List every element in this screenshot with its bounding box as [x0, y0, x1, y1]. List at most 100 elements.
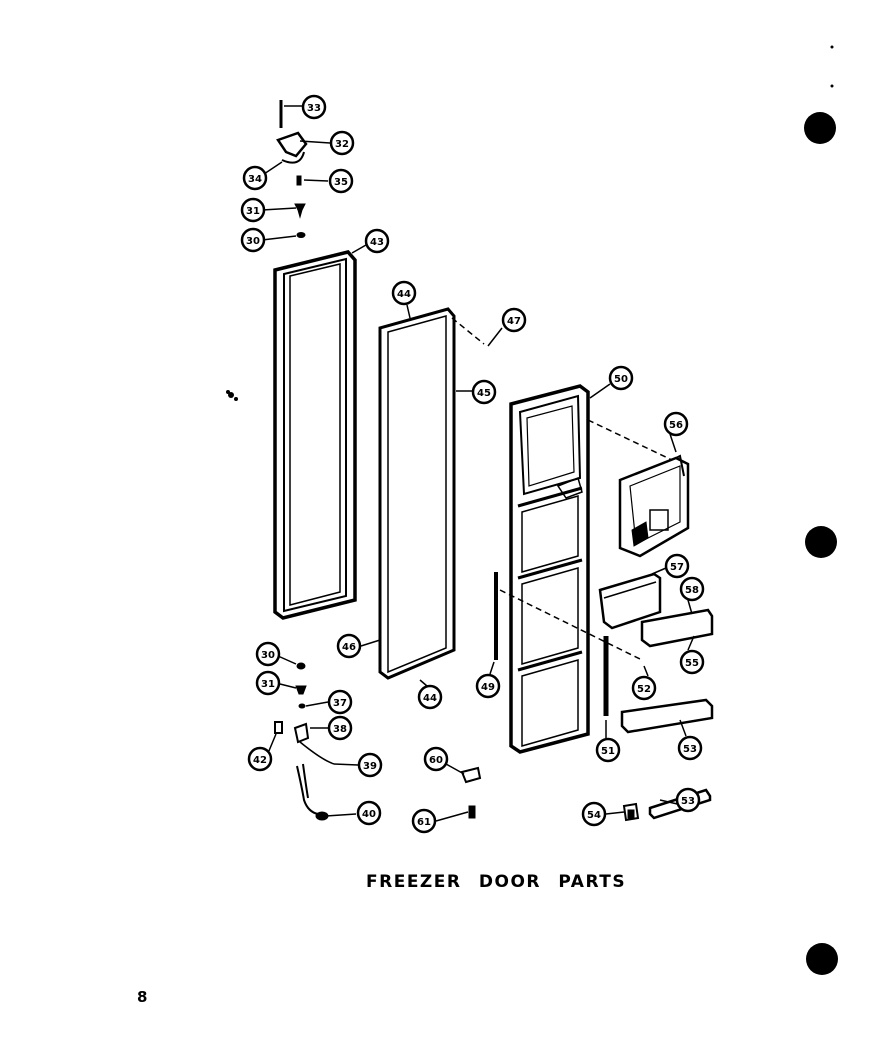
bottom-hinge-hardware [274, 662, 335, 821]
callout: 44 [391, 280, 417, 306]
door-shelf-small [640, 608, 714, 648]
callout-label: 31 [261, 679, 275, 690]
callout: 52 [631, 675, 657, 701]
callout-label: 35 [334, 177, 348, 188]
part-61 [468, 805, 476, 819]
shelf-bar-lower [517, 650, 583, 672]
callout: 46 [336, 633, 362, 659]
callouts: 33 32 34 35 31 30 43 44 47 45 50 56 57 5… [240, 94, 705, 834]
door-outer-shell [509, 384, 590, 754]
hinge-wire [302, 763, 309, 799]
callout: 44 [417, 684, 443, 710]
callout: 42 [247, 746, 273, 772]
door-compartment [521, 567, 579, 665]
callout-label: 38 [333, 724, 347, 735]
housing-lever [631, 521, 649, 547]
callout-label: 40 [362, 809, 376, 820]
bin-outline [598, 572, 662, 630]
callout-label: 58 [685, 585, 699, 596]
page-number: 8 [137, 988, 148, 1006]
callout-label: 46 [342, 642, 356, 653]
speck [830, 84, 834, 88]
callout: 34 [242, 165, 268, 191]
door-outer [509, 384, 590, 754]
callout-label: 49 [481, 682, 495, 693]
callout-label: 52 [637, 684, 651, 695]
callout: 43 [364, 228, 390, 254]
callout-label: 32 [335, 139, 349, 150]
callout: 60 [423, 746, 449, 772]
callout: 50 [608, 365, 634, 391]
callout: 56 [663, 411, 689, 437]
callout: 47 [501, 307, 527, 333]
speck [830, 45, 834, 49]
panel-outline [378, 307, 456, 680]
callout: 51 [595, 737, 621, 763]
hinge-pin-bottom [295, 685, 307, 695]
callout: 30 [240, 227, 266, 253]
diagram-title: FREEZER DOOR PARTS [366, 872, 627, 892]
callout-label: 54 [587, 810, 601, 821]
callout-label: 45 [477, 388, 491, 399]
callout: 32 [329, 130, 355, 156]
door-seal-strips [494, 572, 609, 716]
binder-hole-top [804, 112, 836, 144]
frame-outer-face [273, 250, 357, 620]
callout-label: 56 [669, 420, 683, 431]
speck [228, 392, 234, 398]
callout: 55 [679, 649, 705, 675]
shelf-bar-middle [517, 558, 583, 580]
callout: 49 [475, 673, 501, 699]
trim-strip-outline [648, 788, 712, 820]
hinge-bushing [296, 175, 302, 186]
callout: 37 [327, 689, 353, 715]
bin-front [603, 581, 657, 599]
callout: 30 [255, 641, 281, 667]
panel-inner-edge [387, 315, 447, 674]
callout: 38 [327, 715, 353, 741]
callout-label: 39 [363, 761, 377, 772]
callout-label: 33 [307, 103, 321, 114]
callout: 61 [411, 808, 437, 834]
hinge-cam [293, 722, 310, 744]
door-bin [598, 572, 662, 630]
shelf-small-outline [640, 608, 714, 648]
dispenser-housing [618, 454, 690, 558]
callout-label: 51 [601, 746, 615, 757]
callout-label: 31 [246, 206, 260, 217]
hinge-stop [274, 721, 283, 734]
hinge-pin-top [294, 203, 306, 219]
callout-label: 42 [253, 755, 267, 766]
callout-label: 44 [423, 693, 437, 704]
door-compartment [521, 495, 579, 573]
callout: 58 [679, 576, 705, 602]
frame-inner-edge [283, 257, 347, 613]
housing-outline [618, 456, 690, 558]
hinge-wire [296, 765, 319, 815]
callout: 57 [664, 553, 690, 579]
callout: 45 [471, 379, 497, 405]
top-hinge-hardware [276, 100, 308, 238]
door-liner-frame [273, 250, 357, 620]
callout: 54 [581, 801, 607, 827]
callout-label: 60 [429, 755, 443, 766]
door-panel [378, 307, 456, 680]
callout: 53 [677, 735, 703, 761]
hinge-spring [299, 741, 335, 765]
leader-lines [261, 105, 695, 822]
frame-inner-edge [289, 263, 341, 606]
callout-label: 30 [246, 236, 260, 247]
hinge-spacer [298, 703, 306, 709]
callout-label: 30 [261, 650, 275, 661]
dispenser-recess-inner [526, 405, 575, 487]
housing-switch [649, 509, 669, 531]
callout: 33 [301, 94, 327, 120]
callout-label: 43 [370, 237, 384, 248]
housing-detail [629, 465, 681, 545]
callout: 31 [255, 670, 281, 696]
hinge-washer-bottom [296, 662, 306, 670]
door-shelf-rail [620, 698, 714, 734]
callout-label: 53 [683, 744, 697, 755]
